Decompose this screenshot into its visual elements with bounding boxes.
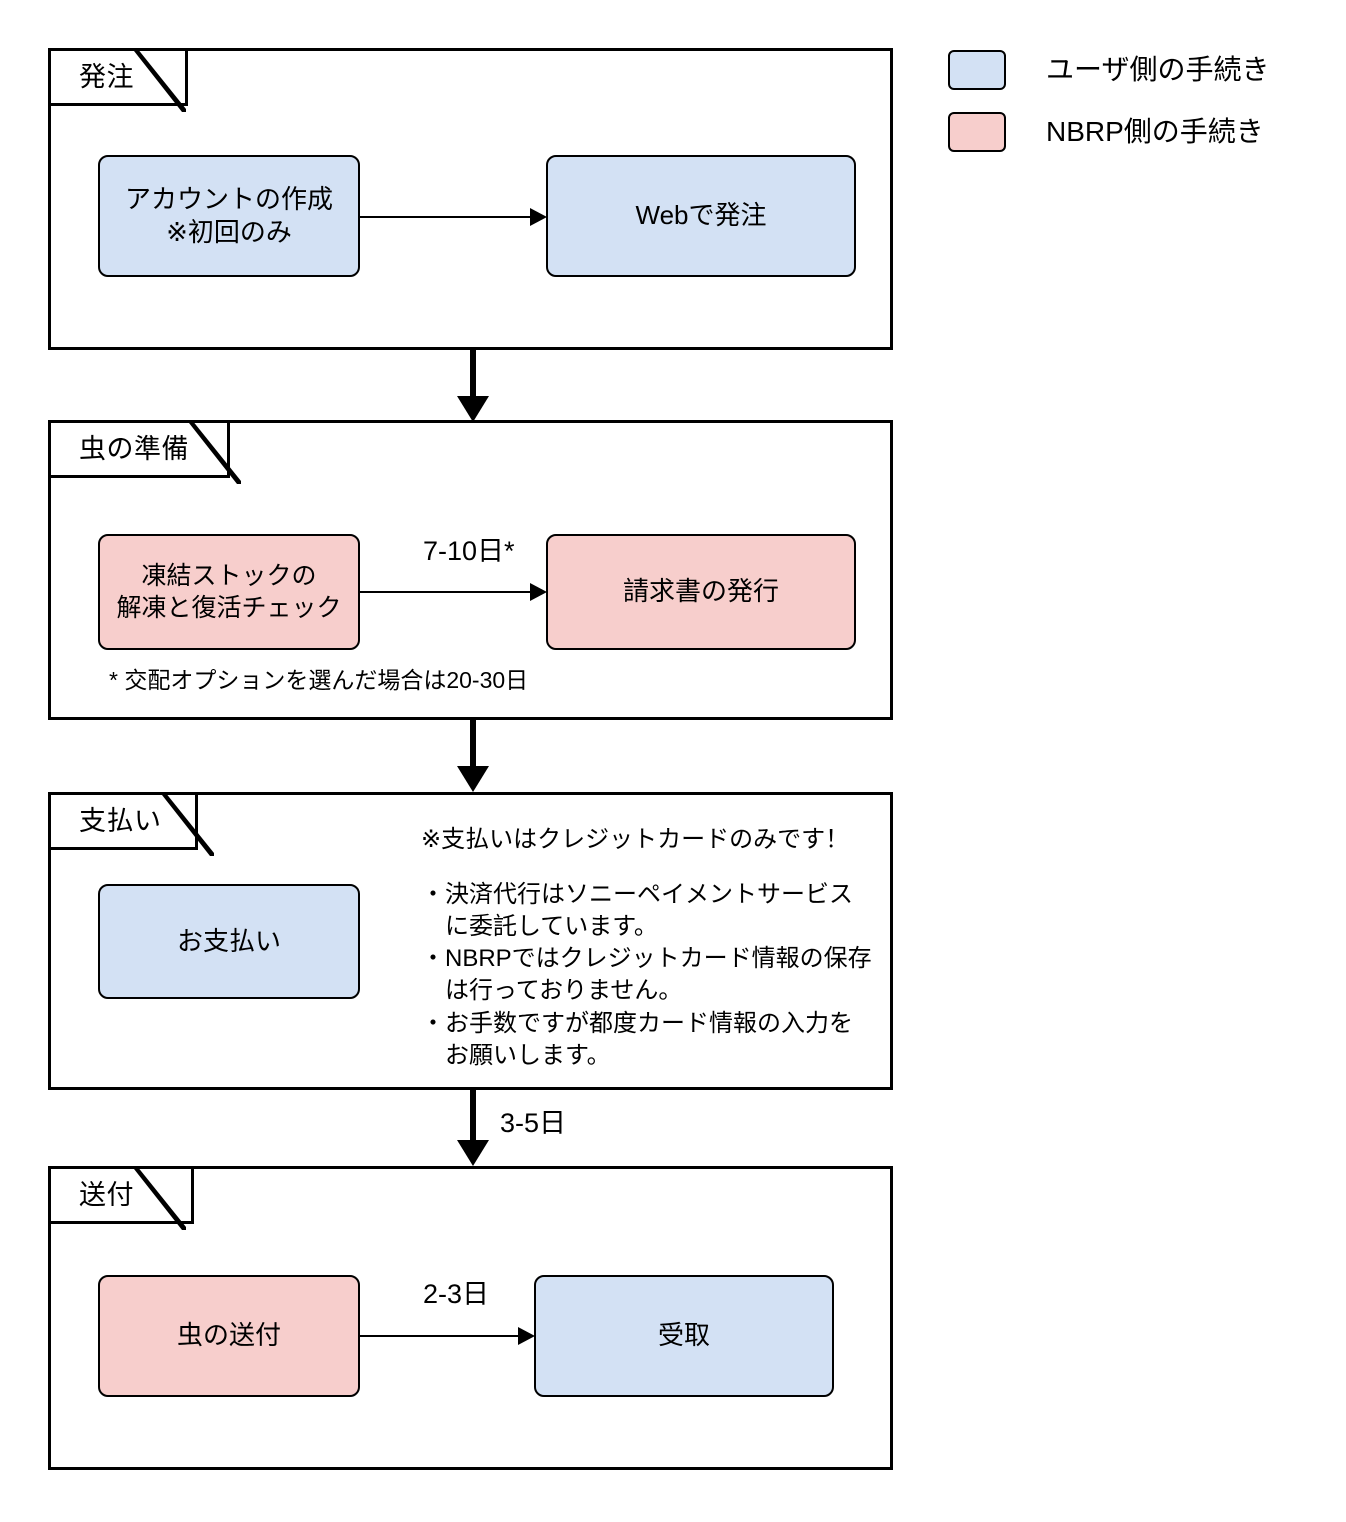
box-ship-insect[interactable]: 虫の送付	[98, 1275, 360, 1397]
connector-ship-insect-to-receive	[360, 1327, 538, 1345]
payment-notice-heading: ※支払いはクレジットカードのみです！	[421, 826, 850, 853]
section-shipping-title: 送付	[79, 1179, 134, 1210]
box-receive[interactable]: 受取	[534, 1275, 834, 1397]
section-order: 発注 アカウントの作成 ※初回のみ Webで発注	[48, 48, 893, 350]
connector-create-account-to-order-web	[360, 208, 548, 226]
edge-label-7-10-days: 7-10日*	[423, 536, 515, 566]
legend-label-user: ユーザ側の手続き	[1046, 54, 1270, 85]
section-insect-prep-tab: 虫の準備	[48, 420, 241, 484]
box-order-web[interactable]: Webで発注	[546, 155, 856, 277]
tab-slash-icon	[134, 48, 186, 112]
connector-thaw-check-to-issue-invoice	[360, 583, 548, 601]
section-order-tab: 発注	[48, 48, 188, 112]
nbrp-swatch-icon	[948, 112, 1006, 152]
section-payment: 支払い お支払い ※支払いはクレジットカードのみです！ ・決済代行はソニーペイメ…	[48, 792, 893, 1090]
section-payment-title: 支払い	[79, 805, 162, 836]
flow-connector-insect-prep-to-payment	[443, 720, 503, 792]
box-create-account[interactable]: アカウントの作成 ※初回のみ	[98, 155, 360, 277]
payment-notice-bullets: ・決済代行はソニーペイメントサービス に委託しています。 ・NBRPではクレジッ…	[421, 881, 872, 1069]
tab-slash-icon	[134, 1166, 186, 1230]
edge-label-2-3-days: 2-3日	[423, 1279, 490, 1309]
section-order-title: 発注	[79, 61, 134, 92]
section-insect-prep: 虫の準備 凍結ストックの 解凍と復活チェック 請求書の発行 7-10日* * 交…	[48, 420, 893, 720]
footnote-mating-option: * 交配オプションを選んだ場合は20-30日	[109, 667, 529, 693]
legend-item-user: ユーザ側の手続き	[948, 50, 1269, 90]
user-swatch-icon	[948, 50, 1006, 90]
section-payment-tab: 支払い	[48, 792, 214, 856]
section-shipping-tab: 送付	[48, 1166, 194, 1230]
box-issue-invoice[interactable]: 請求書の発行	[546, 534, 856, 650]
section-shipping: 送付 虫の送付 受取 2-3日	[48, 1166, 893, 1470]
tab-slash-icon	[161, 792, 214, 856]
edge-label-3-5-days: 3-5日	[500, 1108, 567, 1138]
tab-slash-icon	[189, 420, 241, 484]
section-insect-prep-title: 虫の準備	[79, 433, 189, 464]
box-payment[interactable]: お支払い	[98, 884, 360, 999]
legend-item-nbrp: NBRP側の手続き	[948, 112, 1264, 152]
flow-connector-payment-to-shipping	[443, 1090, 503, 1166]
flow-connector-order-to-insect-prep	[443, 350, 503, 422]
legend-label-nbrp: NBRP側の手続き	[1046, 116, 1264, 147]
legend: ユーザ側の手続き NBRP側の手続き	[948, 50, 1308, 170]
box-thaw-check[interactable]: 凍結ストックの 解凍と復活チェック	[98, 534, 360, 650]
